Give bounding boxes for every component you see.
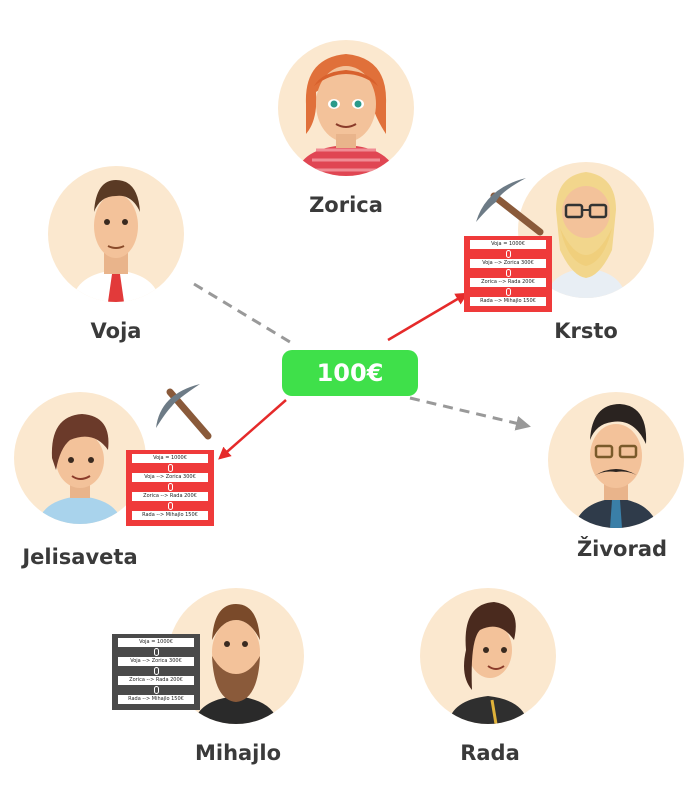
ledger-entry: Rada --> Mihajlo 150€ xyxy=(118,695,194,704)
chain-link-icon xyxy=(470,268,546,278)
name-zivorad: Živorad xyxy=(577,536,667,561)
name-voja: Voja xyxy=(91,319,142,343)
red-arrow-krsto xyxy=(387,292,469,342)
dashed-connection-voja xyxy=(193,282,291,344)
chain-link-icon xyxy=(132,482,208,492)
ledger-entry: Voja --> Zorica 300€ xyxy=(470,259,546,268)
name-mihajlo: Mihajlo xyxy=(195,741,281,765)
ledger-entry: Voja = 1000€ xyxy=(132,454,208,463)
avatar-jelisaveta xyxy=(14,392,146,524)
avatar-rada xyxy=(420,588,556,724)
dashed-arrow-zivorad xyxy=(409,396,531,431)
ledger-entry: Zorica --> Rada 200€ xyxy=(132,492,208,501)
red-arrow-jelisaveta xyxy=(218,399,287,460)
name-zorica: Zorica xyxy=(309,193,383,217)
transaction-amount-badge: 100€ xyxy=(282,350,418,396)
name-jelisaveta: Jelisaveta xyxy=(20,545,137,569)
avatar-mihajlo xyxy=(168,588,304,724)
ledger-entry: Voja --> Zorica 300€ xyxy=(132,473,208,482)
ledger-entry: Rada --> Mihajlo 150€ xyxy=(132,511,208,520)
ledger-entry: Zorica --> Rada 200€ xyxy=(118,676,194,685)
pickaxe-icon xyxy=(156,384,212,440)
ledger-krsto: Voja = 1000€ Voja --> Zorica 300€ Zorica… xyxy=(464,236,552,312)
avatar-zorica xyxy=(278,40,414,176)
avatar-voja xyxy=(48,166,184,302)
ledger-entry: Voja = 1000€ xyxy=(470,240,546,249)
ledger-entry: Zorica --> Rada 200€ xyxy=(470,278,546,287)
chain-link-icon xyxy=(470,287,546,297)
chain-link-icon xyxy=(132,501,208,511)
chain-link-icon xyxy=(118,685,194,695)
ledger-entry: Voja = 1000€ xyxy=(118,638,194,647)
name-krsto: Krsto xyxy=(554,319,618,343)
avatar-krsto xyxy=(518,162,654,298)
avatar-zivorad xyxy=(548,392,684,528)
chain-link-icon xyxy=(118,647,194,657)
ledger-jelisaveta: Voja = 1000€ Voja --> Zorica 300€ Zorica… xyxy=(126,450,214,526)
chain-link-icon xyxy=(132,463,208,473)
pickaxe-icon xyxy=(476,178,544,236)
chain-link-icon xyxy=(470,249,546,259)
ledger-entry: Voja --> Zorica 300€ xyxy=(118,657,194,666)
name-rada: Rada xyxy=(460,741,520,765)
chain-link-icon xyxy=(118,666,194,676)
ledger-entry: Rada --> Mihajlo 150€ xyxy=(470,297,546,306)
ledger-mihajlo: Voja = 1000€ Voja --> Zorica 300€ Zorica… xyxy=(112,634,200,710)
